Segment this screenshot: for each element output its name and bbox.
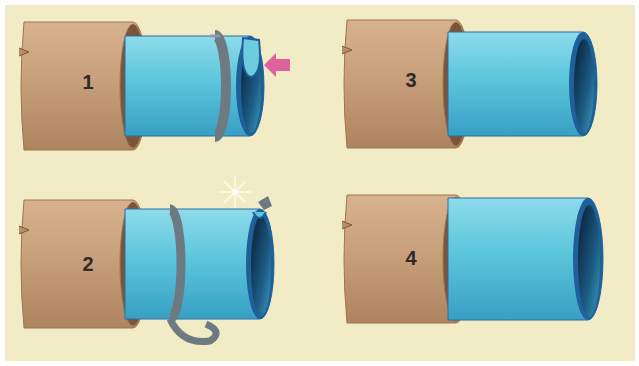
- liner-rim: [573, 198, 603, 320]
- callout-number: 4: [405, 247, 416, 270]
- liner-rim: [246, 209, 274, 319]
- band-fragment: [258, 196, 272, 210]
- liner: [125, 209, 274, 319]
- direction-arrow: [264, 53, 290, 77]
- liner-fold: [242, 38, 260, 77]
- round-liner: [448, 32, 597, 136]
- panel-4: [342, 195, 603, 323]
- burst-core: [232, 189, 238, 195]
- released-band: [170, 209, 181, 319]
- band-tail: [170, 319, 216, 342]
- band-edge: [210, 35, 220, 38]
- folded-liner: [125, 36, 264, 136]
- liner-rim: [236, 36, 264, 136]
- liner-interior: [251, 216, 271, 316]
- callout-number: 1: [82, 71, 93, 94]
- snap-burst: [219, 176, 251, 208]
- liner-rim: [569, 32, 597, 136]
- retaining-band: [215, 35, 226, 137]
- expanded-liner: [448, 198, 603, 320]
- liner-interior: [574, 39, 594, 133]
- panel-2: [19, 176, 274, 342]
- callout-number: 2: [82, 253, 93, 276]
- background: [5, 5, 635, 361]
- callout-number: 3: [405, 69, 416, 92]
- liner-interior: [578, 205, 600, 317]
- panel-1: [19, 22, 290, 150]
- panel-3: [342, 20, 597, 148]
- liner-notch: [253, 212, 266, 218]
